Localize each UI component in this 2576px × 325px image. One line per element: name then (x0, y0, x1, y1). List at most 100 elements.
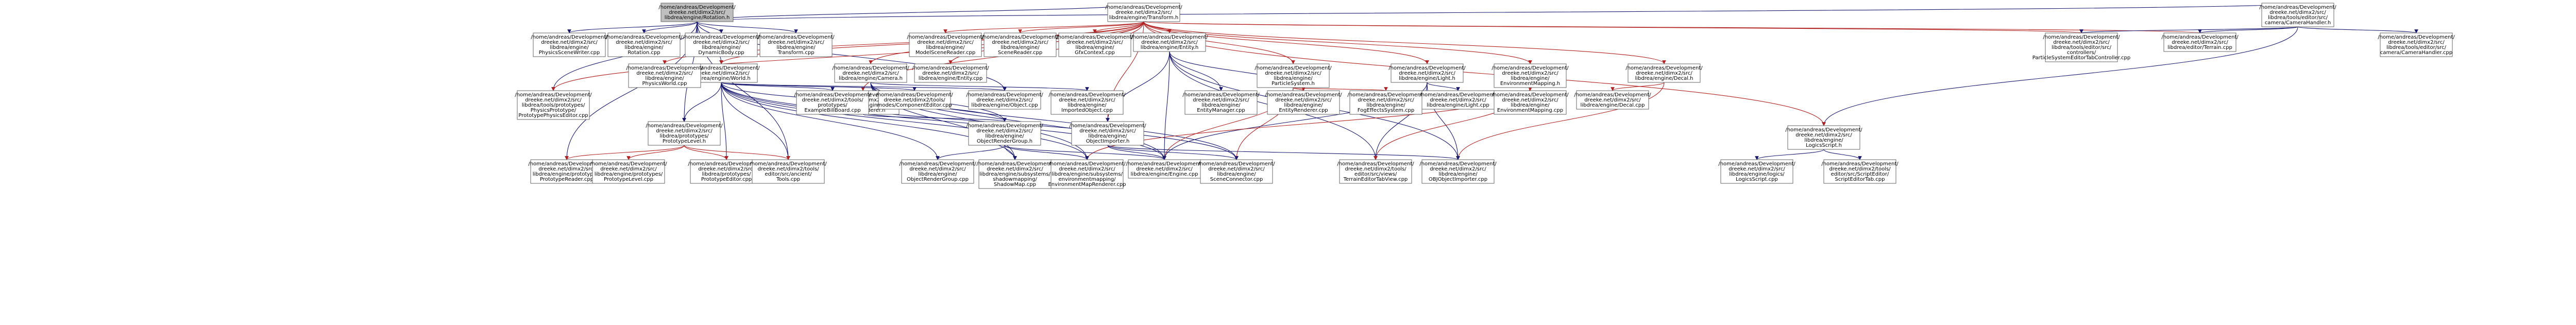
graph-node-importer-obj[interactable]: /home/andreas/Development/dreeke.net/dim… (1048, 90, 1126, 115)
node-box (901, 159, 974, 184)
graph-node-phys-scenewriter[interactable]: /home/andreas/Development/dreeke.net/dim… (531, 32, 608, 57)
graph-node-fogfx[interactable]: /home/andreas/Development/dreeke.net/dim… (1347, 90, 1425, 115)
graph-node-engine-cpp[interactable]: /home/andreas/Development/dreeke.net/dim… (1126, 159, 1203, 179)
node-label-line: libdrea/engine/Transform.h (1109, 15, 1179, 21)
node-label-line: libdrea/engine/ (776, 45, 816, 50)
graph-node-physics-world[interactable]: /home/andreas/Development/dreeke.net/dim… (626, 63, 703, 88)
node-box (685, 32, 758, 57)
graph-node-entity-h[interactable]: /home/andreas/Development/dreeke.net/dim… (1131, 32, 1208, 52)
graph-node-rot-cpp[interactable]: /home/andreas/Development/dreeke.net/dim… (605, 32, 683, 57)
graph-node-decal-h[interactable]: /home/andreas/Development/dreeke.net/dim… (1625, 63, 1703, 83)
graph-node-envsubsys[interactable]: /home/andreas/Development/dreeke.net/dim… (1048, 159, 1126, 189)
node-label-line: dreeke.net/dimx2/src/ (1584, 97, 1641, 103)
node-box (1128, 159, 1201, 179)
dependency-edge (721, 82, 790, 160)
graph-node-camera-h[interactable]: /home/andreas/Development/dreeke.net/dim… (832, 63, 909, 83)
node-label-line: libdrea/engine/Light.cpp (1427, 102, 1489, 108)
graph-node-rigidbody[interactable]: /home/andreas/Development/dreeke.net/dim… (683, 32, 760, 57)
node-label-line: libdrea/engine/Decal.h (1635, 76, 1693, 81)
node-label-line: libdrea/engine/ (702, 45, 741, 50)
dependency-edge (721, 82, 917, 91)
dependency-edge (567, 21, 698, 33)
graph-node-gfxcontext[interactable]: /home/andreas/Development/dreeke.net/dim… (1056, 32, 1133, 57)
graph-node-euler-controller[interactable]: /home/andreas/Development/dreeke.net/dim… (2032, 32, 2130, 62)
graph-node-prototype-level[interactable]: /home/andreas/Development/dreeke.net/dim… (646, 121, 723, 146)
node-label-line: /home/andreas/Development/ (1574, 92, 1651, 98)
graph-node-object-cpp[interactable]: /home/andreas/Development/dreeke.net/dim… (966, 90, 1043, 110)
graph-node-ancientools[interactable]: /home/andreas/Development/dreeke.net/dim… (750, 159, 827, 184)
node-box (1494, 63, 1567, 88)
node-label-line: ModelSceneReader.cpp (916, 50, 975, 56)
dependency-edge (1823, 149, 1862, 160)
node-label-line: /home/andreas/Development/ (876, 92, 953, 98)
graph-node-prototype-phys[interactable]: /home/andreas/Development/dreeke.net/dim… (515, 90, 592, 120)
node-label-line: /home/andreas/Development/ (515, 92, 592, 98)
dependency-edges (551, 3, 2418, 160)
graph-node-camhandler-cpp[interactable]: /home/andreas/Development/dreeke.net/dim… (2378, 32, 2455, 57)
graph-node-objimporter-cpp[interactable]: /home/andreas/Development/dreeke.net/dim… (1419, 159, 1497, 184)
graph-node-scriptlogic-h[interactable]: /home/andreas/Development/dreeke.net/dim… (1785, 125, 1862, 150)
node-box (1257, 63, 1330, 88)
graph-node-importer-h[interactable]: /home/andreas/Development/dreeke.net/dim… (1069, 121, 1146, 146)
graph-node-shadowmap[interactable]: /home/andreas/Development/dreeke.net/dim… (976, 159, 1054, 189)
node-label-line: GfxContext.cpp (1075, 50, 1115, 56)
graph-node-entityrenderer[interactable]: /home/andreas/Development/dreeke.net/dim… (1265, 90, 1342, 115)
node-box (690, 159, 763, 184)
graph-node-light-h[interactable]: /home/andreas/Development/dreeke.net/dim… (1388, 63, 1466, 83)
node-label-line: libdrea/editor/Terrain.cpp (2167, 45, 2232, 50)
graph-node-tabview[interactable]: /home/andreas/Development/dreeke.net/dim… (1337, 159, 1414, 184)
node-label-line: dreeke.net/dimx2/src/ (525, 97, 582, 103)
graph-node-prototype-comp[interactable]: /home/andreas/Development/dreeke.net/dim… (876, 90, 953, 110)
node-label-line: dreeke.net/dimx2/tools/ (1345, 166, 1406, 172)
node-box (1071, 121, 1144, 146)
graph-node-envmap-h[interactable]: /home/andreas/Development/dreeke.net/dim… (1492, 63, 1569, 88)
node-label-line: libdrea/engine/Camera.h (839, 76, 903, 81)
graph-node-scriptedit[interactable]: /home/andreas/Development/dreeke.net/dim… (1821, 159, 1899, 184)
node-label-line: dreeke.net/dimx2/src/ (1193, 97, 1249, 103)
node-label-line: dreeke.net/dimx2/src/ (917, 40, 974, 45)
node-label-line: /home/andreas/Development/ (966, 92, 1043, 98)
graph-node-root[interactable]: /home/andreas/Development/dreeke.net/dim… (658, 3, 736, 22)
graph-node-scenereader[interactable]: /home/andreas/Development/dreeke.net/dim… (981, 32, 1059, 57)
node-label-line: /home/andreas/Development/ (688, 161, 765, 167)
node-box (2261, 3, 2334, 27)
node-label-line: dreeke.net/dimx2/src/ (1502, 71, 1558, 76)
graph-node-light-cpp[interactable]: /home/andreas/Development/dreeke.net/dim… (1419, 90, 1497, 110)
node-label-line: dreeke.net/dimx2/src/ (669, 10, 725, 15)
graph-node-renderer-group[interactable]: /home/andreas/Development/dreeke.net/dim… (966, 121, 1043, 146)
node-box (834, 63, 907, 83)
dependency-edge (721, 82, 835, 91)
graph-node-modelscene[interactable]: /home/andreas/Development/dreeke.net/dim… (907, 32, 984, 57)
node-label-line: libdrea/engine/Decal.cpp (1581, 102, 1645, 108)
graph-node-terrain[interactable]: /home/andreas/Development/dreeke.net/dim… (2161, 32, 2239, 52)
node-label-line: ObjectRenderGroup.h (977, 139, 1032, 144)
graph-node-camhandler-h[interactable]: /home/andreas/Development/dreeke.net/dim… (2259, 3, 2336, 27)
node-label-line: dreeke.net/dimx2/src/ (1066, 40, 1123, 45)
node-label-line: ShadowMap.cpp (994, 182, 1036, 187)
dependency-edge (862, 114, 1007, 122)
graph-node-particlesystem[interactable]: /home/andreas/Development/dreeke.net/dim… (1255, 63, 1332, 88)
graph-node-objrendergroup-cpp[interactable]: /home/andreas/Development/dreeke.net/dim… (899, 159, 976, 184)
graph-node-prototype-reader[interactable]: /home/andreas/Development/dreeke.net/dim… (528, 159, 605, 184)
node-label-line: DynamicBody.cpp (698, 50, 744, 56)
graph-node-scriptlogic-cpp[interactable]: /home/andreas/Development/dreeke.net/dim… (1718, 159, 1795, 184)
graph-node-scene-connector[interactable]: /home/andreas/Development/dreeke.net/dim… (1198, 159, 1275, 184)
graph-node-prototype-level-cpp[interactable]: /home/andreas/Development/dreeke.net/dim… (590, 159, 667, 184)
graph-node-entity-cpp[interactable]: /home/andreas/Development/dreeke.net/dim… (912, 63, 989, 83)
graph-node-entitymanager[interactable]: /home/andreas/Development/dreeke.net/dim… (1182, 90, 1260, 115)
node-box (1391, 63, 1464, 83)
node-label-line: /home/andreas/Development/ (912, 65, 989, 71)
graph-node-prototype-board[interactable]: /home/andreas/Development/dreeke.net/dim… (794, 90, 871, 115)
graph-node-decal-cpp[interactable]: /home/andreas/Development/dreeke.net/dim… (1574, 90, 1651, 110)
dependency-edge (684, 145, 790, 160)
node-label-line: libdrea/engine/ (926, 45, 965, 50)
graph-node-prototype-ext[interactable]: /home/andreas/Development/dreeke.net/dim… (688, 159, 765, 184)
graph-node-transform-h[interactable]: /home/andreas/Development/dreeke.net/dim… (1105, 3, 1182, 22)
node-box (1050, 159, 1124, 189)
graph-node-envmap-cpp[interactable]: /home/andreas/Development/dreeke.net/dim… (1492, 90, 1569, 115)
node-label-line: editor/src/ancient/ (765, 172, 812, 177)
node-label-line: libdrea/tools/editor/src/ (2386, 45, 2447, 50)
dependency-edge (943, 21, 1144, 33)
graph-node-transform-cpp[interactable]: /home/andreas/Development/dreeke.net/dim… (757, 32, 835, 57)
dependency-edge (1822, 26, 2298, 126)
